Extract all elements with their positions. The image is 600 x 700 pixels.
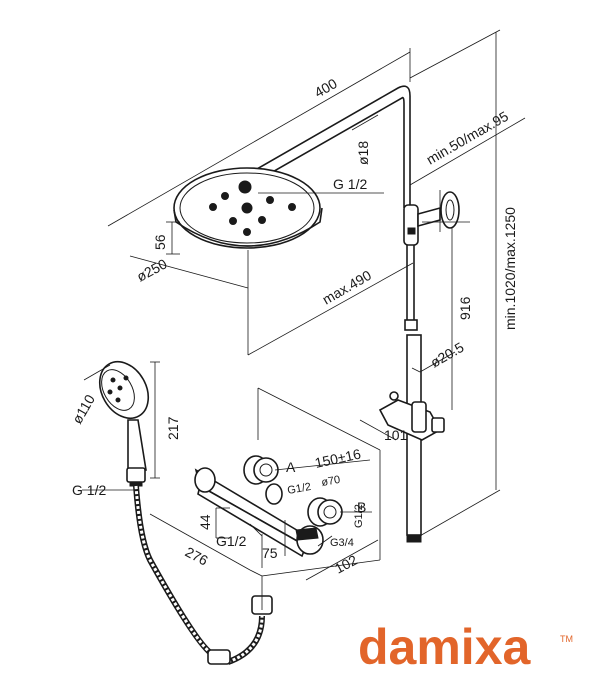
dim-102-label: 102 bbox=[332, 551, 360, 576]
label-b: B bbox=[357, 499, 366, 515]
dim-rail-diameter-top: ø18 bbox=[351, 114, 379, 165]
dim-o205-label: ø20.5 bbox=[428, 339, 467, 371]
dim-o250-label: ø250 bbox=[134, 255, 170, 284]
hand-holder bbox=[378, 391, 445, 441]
dim-max-reach: max.490 bbox=[247, 250, 414, 356]
dim-hose-thread: G 1/2 bbox=[72, 482, 134, 498]
dim-outlet-thread-label: G3/4 bbox=[330, 537, 354, 549]
dim-490-label: max.490 bbox=[320, 267, 375, 308]
dim-holder-depth: 101 bbox=[359, 419, 408, 443]
dim-rail-length: 916 bbox=[422, 221, 473, 410]
dim-head-thread: G 1/2 bbox=[258, 176, 384, 194]
dim-217-label: 217 bbox=[165, 416, 181, 440]
dim-mixer-depth: 75 bbox=[261, 520, 286, 568]
brand-trademark: TM bbox=[560, 634, 573, 644]
dim-hose-thread-label: G 1/2 bbox=[72, 482, 106, 498]
dim-offset-height: 44 bbox=[197, 507, 230, 539]
thread-a-label: G1/2 bbox=[286, 481, 312, 497]
dim-916-label: 916 bbox=[457, 296, 473, 320]
dim-total-height-label: min.1020/max.1250 bbox=[502, 207, 518, 330]
dim-total-height: min.1020/max.1250 bbox=[409, 29, 518, 538]
dim-o110-label: ø110 bbox=[69, 392, 98, 427]
connection-a: A G1/2 ø70 bbox=[286, 459, 341, 497]
hand-shower bbox=[98, 360, 150, 487]
connection-b: B G1/2 bbox=[340, 499, 372, 528]
wall-plane bbox=[257, 387, 381, 610]
brand-wordmark: damixa bbox=[358, 619, 532, 675]
dim-inlet-thread: G1/2 bbox=[216, 523, 263, 549]
label-a: A bbox=[286, 459, 296, 475]
dim-56-label: 56 bbox=[152, 234, 168, 250]
wall-bracket bbox=[417, 190, 460, 232]
damixa-logo: damixa TM bbox=[358, 619, 573, 675]
dim-400-label: 400 bbox=[312, 75, 340, 101]
shower-head bbox=[173, 167, 323, 249]
dim-head-thread-label: G 1/2 bbox=[333, 176, 367, 192]
dim-101-label: 101 bbox=[384, 427, 408, 443]
dim-head-diameter: ø250 bbox=[129, 255, 249, 289]
dim-riser-height: min.50/max.95 bbox=[409, 108, 526, 186]
dim-hand-length: 217 bbox=[150, 361, 181, 479]
dim-150-label: 150±16 bbox=[313, 446, 362, 471]
escutcheon-label: ø70 bbox=[320, 474, 341, 489]
dim-outlet-thread: G3/4 bbox=[317, 535, 354, 549]
dim-75-label: 75 bbox=[262, 545, 278, 561]
shower-hose bbox=[133, 485, 273, 665]
dim-head-thickness: 56 bbox=[152, 221, 180, 255]
dim-44-label: 44 bbox=[197, 514, 213, 530]
thermostatic-mixer bbox=[194, 455, 343, 558]
dim-inlet-thread-label: G1/2 bbox=[216, 533, 247, 549]
overhead-arm bbox=[242, 85, 411, 208]
slide-rail bbox=[403, 204, 422, 543]
thread-b-label: G1/2 bbox=[353, 504, 365, 528]
dim-riser-label: min.50/max.95 bbox=[424, 108, 512, 168]
dim-276-label: 276 bbox=[183, 544, 211, 569]
dim-o18-label: ø18 bbox=[355, 141, 371, 165]
